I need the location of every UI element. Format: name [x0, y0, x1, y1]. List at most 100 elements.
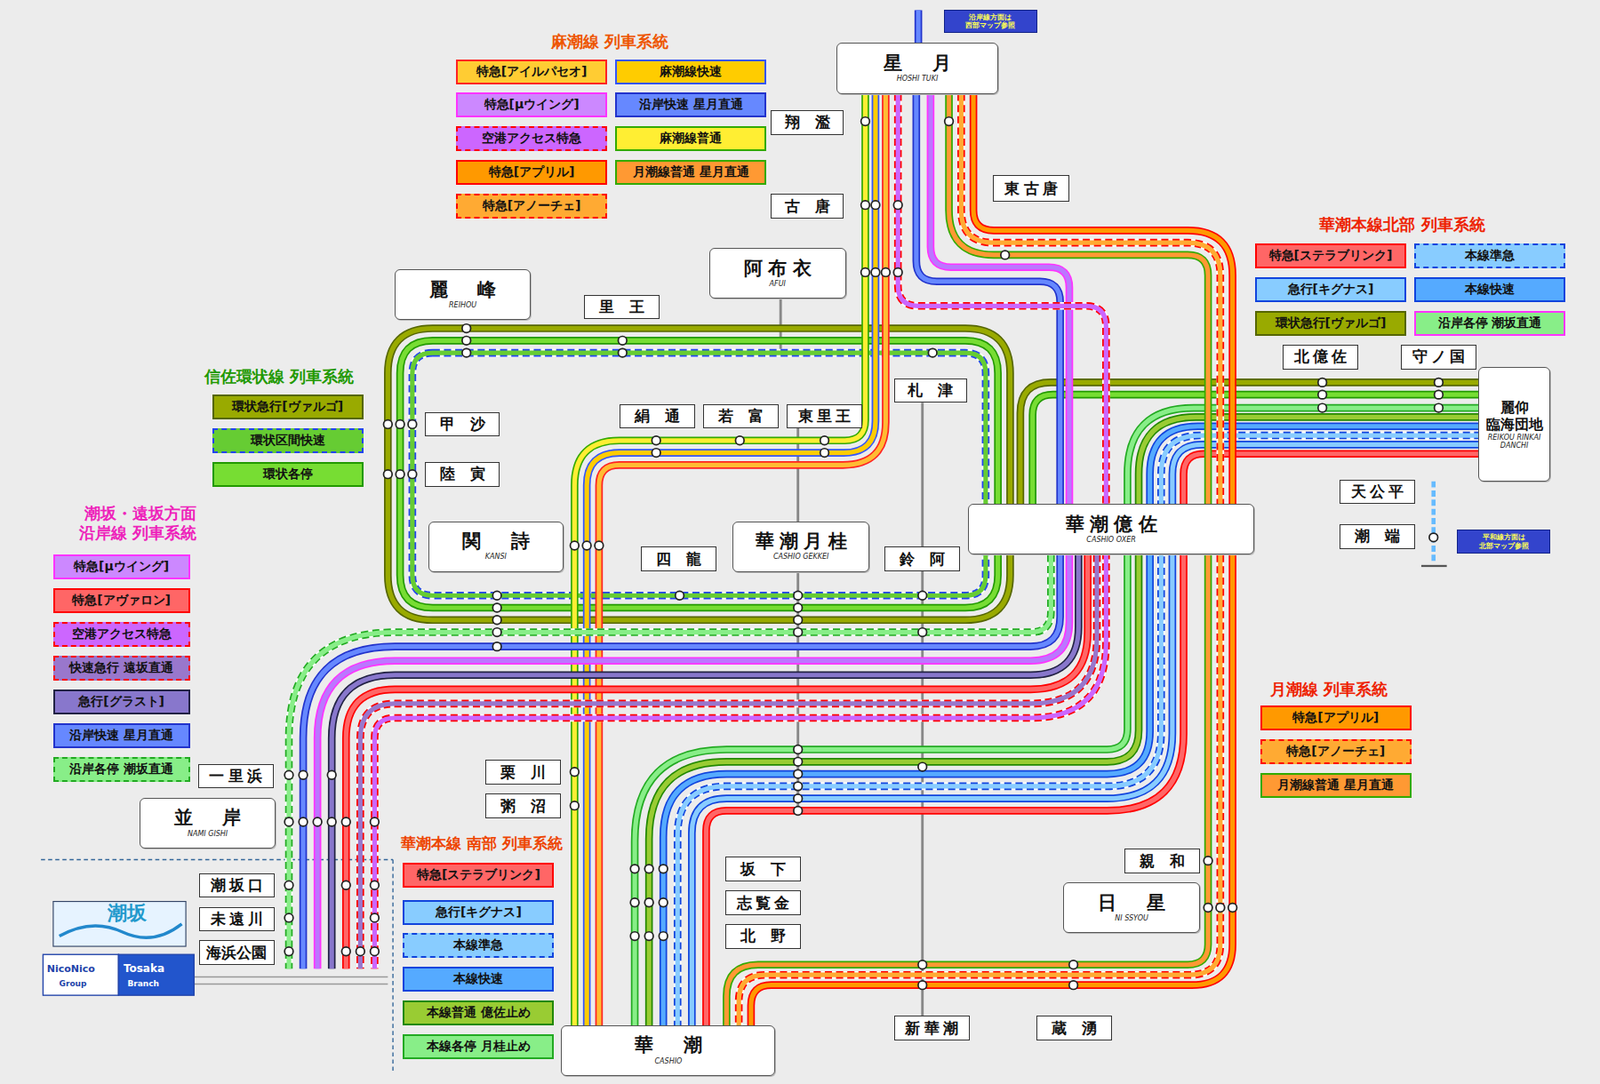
station-dot: [928, 348, 937, 358]
station-dot: [298, 770, 308, 780]
station-dot: [1434, 390, 1444, 400]
legend-text: 特急[ステラブリンク]: [416, 867, 541, 884]
station-name: 蔵 湧: [1051, 1020, 1097, 1038]
logo-text: Branch: [127, 979, 160, 990]
rail-line: [400, 340, 999, 608]
rail-line: [387, 328, 1010, 621]
station-name: 潮 端: [1354, 528, 1400, 545]
station-box: 日 星NI SSYOU: [1063, 882, 1200, 934]
station-name: 潮坂口: [210, 877, 268, 895]
legend-text: 空港アクセス特急: [481, 130, 582, 147]
station-box: 鈴 阿: [884, 546, 960, 572]
rail-line: [1032, 394, 1480, 504]
rail-line: [599, 94, 887, 1029]
legend-swatch: 特急[μウイング]: [456, 92, 608, 118]
station-dot: [492, 591, 502, 600]
station-box: 親 和: [1124, 848, 1200, 874]
legend-swatch: 月潮線普通 星月直通: [615, 160, 767, 185]
rail-line: [345, 554, 1088, 969]
station-dot: [1429, 533, 1439, 543]
station-dot: [341, 880, 351, 890]
legend-swatch: 急行[キグナス]: [1255, 277, 1407, 303]
station-dot: [327, 770, 336, 780]
legend-text: 本線準急: [453, 937, 504, 954]
legend-swatch: 特急[アノーチェ]: [1260, 739, 1412, 765]
note-box: 沿岸線方面は 西部マップ参照: [944, 9, 1038, 32]
legend-swatch: 空港アクセス特急: [53, 622, 191, 648]
station-dot: [630, 932, 640, 942]
station-dot: [1000, 250, 1010, 260]
legend-swatch: 沿岸快速 星月直通: [615, 92, 767, 118]
station-box: 北 野: [725, 924, 801, 950]
legend-swatch: 環状各停: [212, 462, 364, 488]
station-dot: [395, 470, 405, 480]
station-dot: [918, 628, 928, 638]
rail-line: [1421, 565, 1448, 568]
station-dot: [312, 817, 322, 827]
rail-line: [648, 416, 1479, 1028]
station-dot: [384, 470, 393, 480]
station-dot: [370, 817, 380, 827]
station-name: 鈴 阿: [899, 551, 945, 568]
station-dot: [408, 420, 417, 430]
station-dot: [284, 913, 294, 923]
legend-text: 環状区間快速: [250, 432, 326, 449]
station-name: 新華潮: [904, 1020, 962, 1038]
station-dot: [298, 817, 308, 827]
station-name: 華潮月桂: [755, 531, 853, 552]
legend-swatch: 空港アクセス特急: [456, 126, 608, 152]
rail-line: [387, 328, 1010, 621]
rail-line: [916, 9, 921, 43]
legend-text: 本線快速: [453, 971, 504, 988]
station-name: 守ノ国: [1412, 348, 1470, 366]
station-romaji: KANSI: [485, 553, 507, 562]
station-dot: [408, 470, 417, 480]
rail-line: [317, 94, 1070, 970]
station-name: 華潮億佐: [1065, 514, 1163, 536]
logo-panel: [53, 902, 186, 947]
station-box: 並 岸NAMI GISHI: [139, 798, 276, 849]
station-name: 関 詩: [462, 531, 536, 552]
station-dot: [570, 801, 580, 811]
legend-swatch: 特急[ステラブリンク]: [1255, 243, 1407, 269]
rail-line: [677, 435, 1479, 1029]
station-dot: [820, 436, 830, 446]
legend-swatch: 本線快速: [1414, 277, 1566, 303]
station-box: 陸 寅: [424, 462, 501, 488]
legend-swatch: 特急[アイルパセオ]: [456, 59, 608, 85]
station-dot: [1069, 960, 1079, 970]
station-dot: [881, 268, 891, 278]
legend-text: 特急[アヴァロン]: [72, 592, 171, 609]
station-name: 志覧金: [736, 895, 794, 912]
legend-text: 沿岸各停 潮坂直通: [69, 761, 174, 778]
station-dot: [570, 768, 580, 777]
station-box: 関 詩KANSI: [428, 521, 564, 573]
legend-text: 特急[アノーチェ]: [482, 198, 582, 215]
station-dot: [630, 864, 640, 874]
station-dot: [1203, 856, 1213, 866]
station-dot: [644, 864, 654, 874]
station-box: 北億佐: [1282, 344, 1359, 370]
station-dot: [861, 117, 871, 127]
station-dot: [617, 348, 627, 358]
station-dot: [384, 420, 393, 430]
station-romaji: CASHIO GEKKEI: [773, 553, 830, 562]
station-dot: [492, 616, 502, 625]
station-box: 絹 通: [619, 404, 696, 430]
station-dot: [1318, 378, 1328, 388]
station-box: 蔵 湧: [1036, 1016, 1112, 1041]
legend-swatch: 麻潮線快速: [615, 59, 767, 85]
station-box: 天公平: [1339, 480, 1416, 505]
legend-swatch: 本線普通 億佐止め: [402, 1000, 554, 1026]
rail-line: [705, 454, 1479, 1029]
station-dot: [651, 436, 661, 446]
station-dot: [462, 348, 472, 358]
rail-line: [574, 94, 865, 1029]
legend-swatch: 特急[ステラブリンク]: [402, 863, 554, 888]
station-dot: [1434, 403, 1444, 413]
legend-text: 本線各停 月桂止め: [426, 1039, 531, 1056]
station-box: 東古唐: [992, 175, 1070, 202]
station-dot: [284, 880, 294, 890]
legend-text: 月潮線普通 星月直通: [1277, 777, 1394, 794]
